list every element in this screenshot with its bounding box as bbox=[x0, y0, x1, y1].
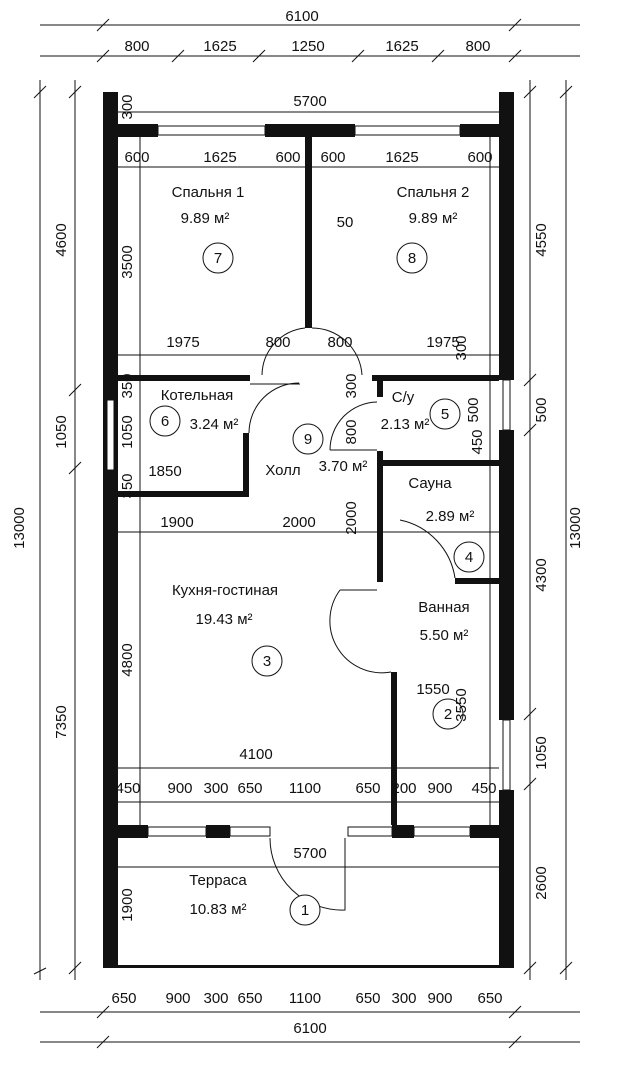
dim-label: 650 bbox=[355, 780, 380, 797]
room-number: 7 bbox=[214, 250, 222, 267]
dim-label: 450 bbox=[471, 780, 496, 797]
dim-label: 1900 bbox=[119, 888, 136, 921]
dim-label: 800 bbox=[343, 419, 360, 444]
room-number: 9 bbox=[304, 431, 312, 448]
dim-label: 650 bbox=[477, 990, 502, 1007]
dim-label: 500 bbox=[465, 397, 482, 422]
room-name: Терраса bbox=[189, 872, 247, 889]
room-markers bbox=[149, 242, 485, 926]
dim-label: 1625 bbox=[385, 38, 418, 55]
dim-label: 3550 bbox=[453, 688, 470, 721]
room-number: 6 bbox=[161, 413, 169, 430]
dim-label: 1050 bbox=[533, 736, 550, 769]
dim-label: 1900 bbox=[160, 514, 193, 531]
dim-label: 200 bbox=[391, 780, 416, 797]
dim-label: 300 bbox=[391, 990, 416, 1007]
dim-label: 1975 bbox=[426, 334, 459, 351]
dim-label: 1625 bbox=[385, 149, 418, 166]
dim-label: 3500 bbox=[119, 245, 136, 278]
room-area: 2.13 м² bbox=[381, 416, 430, 433]
room-area: 10.83 м² bbox=[189, 901, 246, 918]
room-area: 3.24 м² bbox=[190, 416, 239, 433]
room-number: 1 bbox=[301, 902, 309, 919]
dim-label: 1100 bbox=[289, 780, 321, 797]
dim-label: 300 bbox=[203, 990, 228, 1007]
dim-label: 900 bbox=[165, 990, 190, 1007]
room-number: 8 bbox=[408, 250, 416, 267]
dim-label: 900 bbox=[427, 780, 452, 797]
dim-label: 800 bbox=[465, 38, 490, 55]
dim-label: 5700 bbox=[293, 93, 326, 110]
dim-label: 450 bbox=[115, 780, 140, 797]
dim-label: 1050 bbox=[119, 415, 136, 448]
dim-label: 13000 bbox=[11, 507, 28, 549]
dim-label: 600 bbox=[275, 149, 300, 166]
dim-label: 1850 bbox=[148, 463, 181, 480]
dim-label: 800 bbox=[327, 334, 352, 351]
dim-label: 1550 bbox=[416, 681, 449, 698]
room-area: 2.89 м² bbox=[426, 508, 475, 525]
dim-label: 600 bbox=[124, 149, 149, 166]
dim-label: 4800 bbox=[119, 643, 136, 676]
dim-label: 650 bbox=[237, 990, 262, 1007]
dim-label: 50 bbox=[337, 214, 354, 231]
room-number: 2 bbox=[444, 706, 452, 723]
dim-label: 6100 bbox=[285, 8, 318, 25]
dim-label: 300 bbox=[119, 94, 136, 119]
room-area: 5.50 м² bbox=[420, 627, 469, 644]
dim-label: 300 bbox=[203, 780, 228, 797]
dim-label: 900 bbox=[427, 990, 452, 1007]
dim-label: 6100 bbox=[293, 1020, 326, 1037]
room-name: Спальня 1 bbox=[172, 184, 245, 201]
dim-label: 4600 bbox=[53, 223, 70, 256]
room-area: 19.43 м² bbox=[195, 611, 252, 628]
walls bbox=[103, 92, 514, 968]
room-area: 9.89 м² bbox=[409, 210, 458, 227]
room-name: Сауна bbox=[408, 475, 452, 492]
door-swings bbox=[248, 327, 456, 911]
room-name: Кухня-гостиная bbox=[172, 582, 278, 599]
dim-label: 900 bbox=[167, 780, 192, 797]
dim-label: 4300 bbox=[533, 558, 550, 591]
dim-label: 650 bbox=[237, 780, 262, 797]
room-name: Холл bbox=[265, 462, 300, 479]
room-name: Спальня 2 bbox=[397, 184, 470, 201]
dim-label: 13000 bbox=[567, 507, 584, 549]
dim-label: 800 bbox=[265, 334, 290, 351]
dim-label: 1100 bbox=[289, 990, 321, 1007]
dim-label: 4550 bbox=[533, 223, 550, 256]
dim-label: 350 bbox=[119, 473, 136, 498]
dim-label: 4100 bbox=[239, 746, 272, 763]
dim-label: 2000 bbox=[343, 501, 360, 534]
room-name: С/у bbox=[392, 389, 415, 406]
room-name: Котельная bbox=[161, 387, 234, 404]
dim-label: 1975 bbox=[166, 334, 199, 351]
dimension-lines bbox=[33, 18, 580, 1049]
dim-label: 1625 bbox=[203, 38, 236, 55]
dim-label: 300 bbox=[453, 335, 470, 360]
dim-label: 1250 bbox=[291, 38, 324, 55]
dim-label: 600 bbox=[467, 149, 492, 166]
dim-label: 450 bbox=[469, 429, 486, 454]
dim-label: 600 bbox=[320, 149, 345, 166]
room-number: 3 bbox=[263, 653, 271, 670]
dim-label: 7350 bbox=[53, 705, 70, 738]
dim-label: 350 bbox=[119, 373, 136, 398]
windows bbox=[106, 125, 511, 837]
dim-label: 500 bbox=[533, 397, 550, 422]
room-area: 3.70 м² bbox=[319, 458, 368, 475]
room-number: 5 bbox=[441, 406, 449, 423]
dim-label: 650 bbox=[111, 990, 136, 1007]
dim-label: 2000 bbox=[282, 514, 315, 531]
room-area: 9.89 м² bbox=[181, 210, 230, 227]
dim-label: 1050 bbox=[53, 415, 70, 448]
dim-label: 300 bbox=[343, 373, 360, 398]
dim-label: 1625 bbox=[203, 149, 236, 166]
dim-label: 5700 bbox=[293, 845, 326, 862]
dim-label: 2600 bbox=[533, 866, 550, 899]
room-number: 4 bbox=[465, 549, 473, 566]
dim-label: 800 bbox=[124, 38, 149, 55]
dim-label: 650 bbox=[355, 990, 380, 1007]
room-name: Ванная bbox=[418, 599, 469, 616]
